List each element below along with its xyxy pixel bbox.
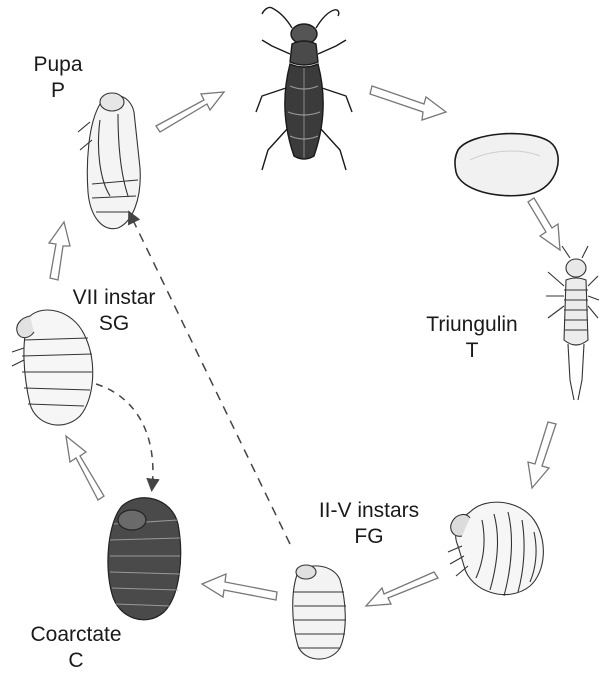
arrow-coarctate-to-second-grub: [66, 436, 104, 500]
arrow-triungulin-to-grub: [528, 422, 556, 488]
label-first-grub: II-V instars FG: [294, 498, 444, 550]
arrow-adult-to-egg: [370, 86, 446, 120]
dashed-arrow-late-grub-to-pupa: [130, 214, 290, 544]
stage-code: SG: [48, 311, 180, 337]
arrow-pupa-to-adult: [156, 92, 224, 132]
stage-code: T: [416, 338, 528, 364]
arrow-grub-to-late-grub: [366, 572, 438, 606]
grub-larva-late-icon: [293, 565, 346, 659]
stage-name: Triungulin: [416, 312, 528, 338]
triungulin-larva-icon: [546, 246, 599, 400]
arrow-late-grub-to-coarctate: [202, 574, 277, 600]
label-triungulin: Triungulin T: [416, 312, 528, 364]
label-coarctate: Coarctate C: [22, 622, 130, 674]
beetle-adult-icon: [256, 7, 352, 170]
label-pupa: Pupa P: [16, 52, 100, 104]
pupa-icon: [78, 93, 140, 229]
grub-larva-icon: [448, 502, 543, 596]
stage-code: C: [22, 648, 130, 674]
stage-name: Pupa: [16, 52, 100, 78]
arrow-egg-to-triungulin: [528, 198, 560, 250]
stage-name: Coarctate: [22, 622, 130, 648]
coarctate-larva-icon: [108, 498, 181, 620]
stage-code: P: [16, 78, 100, 104]
dashed-arrow-second-grub-to-coarctate: [96, 384, 153, 488]
label-second-grub: VII instar SG: [48, 285, 180, 337]
arrow-second-grub-to-pupa: [49, 222, 70, 280]
stage-name: VII instar: [48, 285, 180, 311]
stage-code: FG: [294, 524, 444, 550]
stage-name: II-V instars: [294, 498, 444, 524]
egg-icon: [455, 134, 558, 196]
